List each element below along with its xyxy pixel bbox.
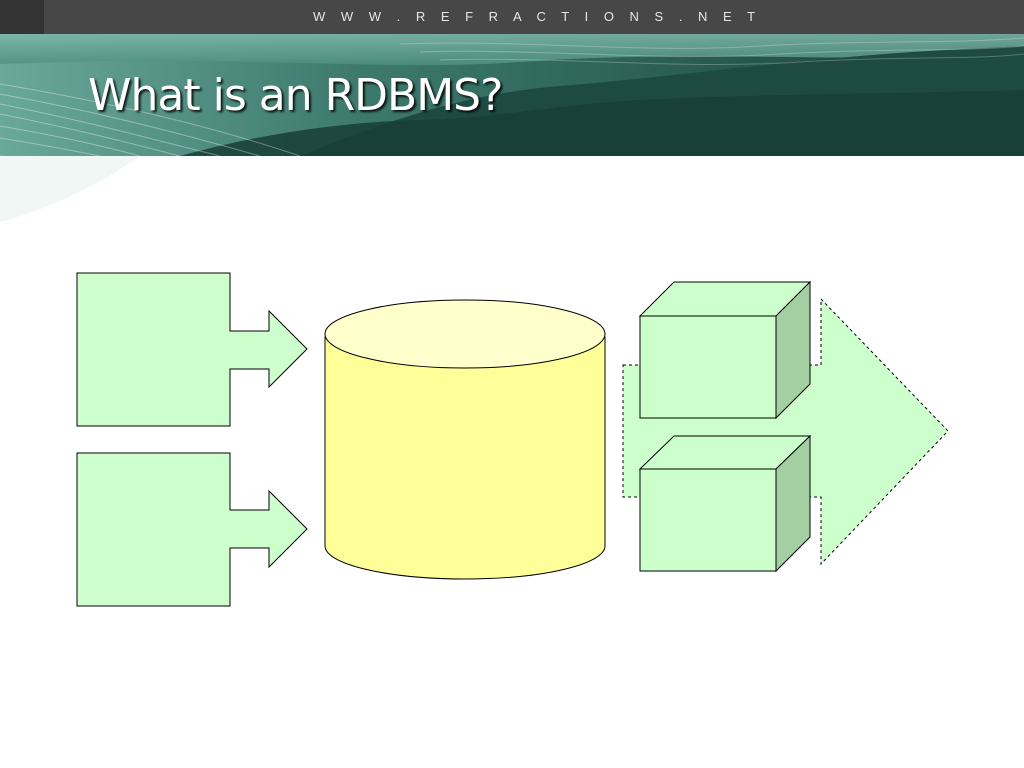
input-arrow-top — [76, 272, 308, 427]
database-cylinder — [324, 299, 606, 580]
top-bar-tab — [0, 0, 44, 34]
slide-title: What is an RDBMS? — [88, 70, 503, 121]
site-url: W W W . R E F R A C T I O N S . N E T — [312, 9, 762, 24]
result-cube-bottom — [638, 434, 812, 573]
input-arrow-bottom — [76, 452, 308, 607]
top-bar: W W W . R E F R A C T I O N S . N E T — [0, 0, 1024, 34]
header-banner — [0, 34, 1024, 222]
result-cube-top — [638, 280, 812, 420]
